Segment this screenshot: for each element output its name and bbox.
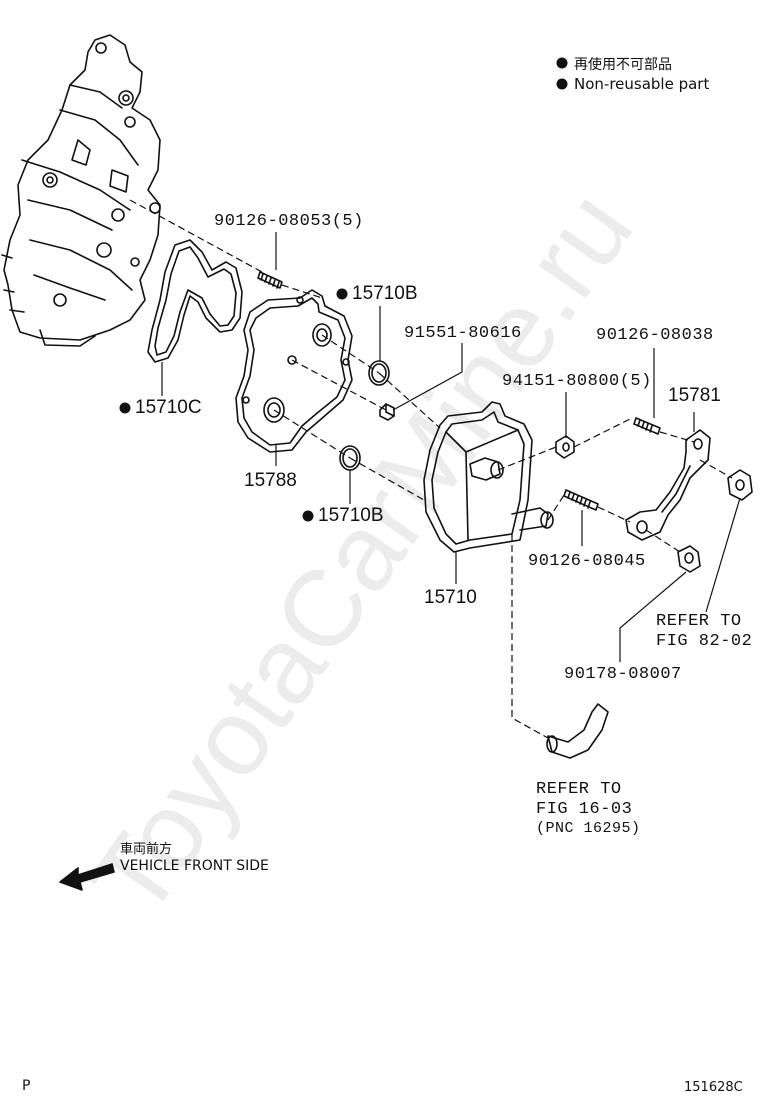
label-gasket-top: 15710B <box>352 283 418 304</box>
legend-en: Non-reusable part <box>574 75 710 93</box>
refer-fig82-line1: REFER TO <box>656 612 742 631</box>
refer-fig16-line2: FIG 16-03 <box>536 800 633 819</box>
engine-block-drawing <box>1 34 161 347</box>
o-ring-top-drawing <box>368 360 390 386</box>
footer-left: P <box>22 1078 31 1094</box>
label-cushion: 90178-08007 <box>564 665 682 684</box>
label-gasket-left: 15710C <box>135 397 202 418</box>
oil-cooler-drawing <box>423 401 554 553</box>
label-stud-bottom: 90126-08045 <box>528 552 646 571</box>
label-cover: 15788 <box>244 470 297 491</box>
bracket-drawing <box>625 429 711 541</box>
label-nut: 94151-80800(5) <box>502 372 652 391</box>
label-bolt-top: 90126-08053(5) <box>214 212 364 231</box>
front-direction-arrow <box>59 863 115 891</box>
legend-marker-2 <box>556 78 568 90</box>
marker-15710c <box>119 402 131 414</box>
footer-right: 151628C <box>684 1080 743 1095</box>
label-cooler: 15710 <box>424 587 477 608</box>
cover-plate-drawing <box>235 289 353 453</box>
label-bracket: 15781 <box>668 385 721 406</box>
cushion-refer-drawing <box>727 469 753 501</box>
refer-fig16-line1: REFER TO <box>536 780 622 799</box>
stud-90126-08038-drawing <box>633 417 661 435</box>
bolt-90126-08053-drawing <box>257 271 283 289</box>
label-gasket-bottom: 15710B <box>318 505 384 526</box>
direction-en: VEHICLE FRONT SIDE <box>120 858 269 874</box>
refer-fig82-line2: FIG 82-02 <box>656 632 753 651</box>
nut-drawing <box>555 435 575 459</box>
hose-drawing <box>546 703 609 759</box>
legend-marker-1 <box>556 57 568 69</box>
marker-15710b-bottom <box>302 510 314 522</box>
label-screw: 91551-80616 <box>404 324 522 343</box>
gasket-15710c-drawing <box>147 239 243 363</box>
label-stud-right: 90126-08038 <box>596 326 714 345</box>
direction-jp: 車両前方 <box>120 842 173 857</box>
screw-drawing <box>379 403 395 421</box>
stud-90126-08045-drawing <box>563 489 599 511</box>
refer-fig16-line3: (PNC 16295) <box>536 820 641 837</box>
marker-15710b-top <box>336 288 348 300</box>
legend-jp: 再使用不可部品 <box>574 57 672 73</box>
cushion-drawing <box>677 545 701 573</box>
